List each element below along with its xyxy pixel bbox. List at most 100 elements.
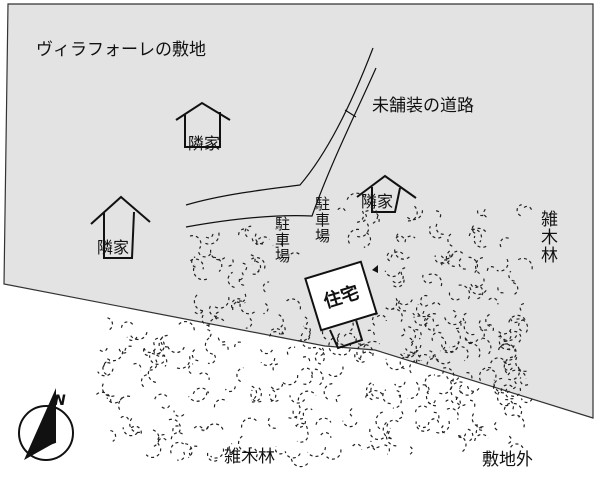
tree-scribble: [251, 387, 262, 403]
tree-scribble: [474, 433, 489, 442]
tree-scribble: [486, 368, 497, 379]
tree-scribble: [486, 266, 496, 271]
tree-scribble: [210, 249, 226, 261]
tree-scribble: [277, 314, 284, 330]
tree-scribble: [187, 363, 194, 375]
tree-scribble: [296, 431, 309, 443]
tree-scribble: [157, 434, 166, 446]
tree-scribble: [302, 408, 313, 416]
tree-scribble: [438, 381, 452, 395]
tree-scribble: [466, 385, 480, 392]
tree-scribble: [483, 207, 489, 218]
tree-scribble: [251, 257, 266, 270]
tree-scribble: [281, 374, 299, 386]
tree-scribble: [386, 419, 401, 427]
tree-scribble: [238, 228, 250, 236]
tree-scribble: [239, 302, 255, 315]
tree-scribble: [142, 346, 148, 357]
tree-scribble: [188, 392, 208, 402]
tree-scribble: [458, 284, 471, 302]
parking-label: 駐車場: [273, 216, 291, 264]
tree-scribble: [346, 192, 367, 201]
tree-scribble: [366, 446, 376, 453]
tree-scribble: [519, 377, 529, 386]
tree-scribble: [284, 451, 301, 459]
tree-scribble: [151, 341, 165, 355]
tree-scribble: [323, 382, 333, 400]
tree-scribble: [394, 381, 406, 388]
tree-scribble: [207, 354, 217, 365]
tree-scribble: [335, 394, 342, 403]
tree-scribble: [514, 330, 522, 343]
tree-scribble: [192, 387, 210, 395]
tree-scribble: [227, 271, 235, 288]
tree-scribble: [185, 443, 193, 459]
tree-scribble: [499, 333, 518, 342]
tree-scribble: [300, 331, 311, 349]
tree-scribble: [490, 357, 507, 365]
tree-scribble: [475, 427, 484, 434]
tree-scribble: [415, 421, 431, 432]
tree-scribble: [326, 449, 342, 460]
tree-scribble: [355, 336, 362, 345]
tree-scribble: [96, 391, 112, 403]
tree-scribble: [433, 420, 450, 434]
tree-scribble: [407, 205, 418, 222]
tree-scribble: [507, 435, 512, 445]
tree-scribble: [191, 348, 199, 362]
tree-scribble: [120, 415, 130, 423]
unpaved-road: [185, 47, 377, 228]
tree-scribble: [457, 435, 467, 453]
tree-scribble: [236, 293, 247, 304]
tree-scribble: [204, 233, 214, 239]
tree-scribble: [356, 223, 370, 238]
tree-scribble: [496, 391, 509, 407]
tree-scribble: [238, 276, 245, 286]
tree-scribble: [191, 256, 196, 268]
entrance-marker-icon: [372, 265, 378, 273]
tree-scribble: [445, 374, 460, 382]
tree-scribble: [519, 302, 526, 311]
tree-scribble: [120, 321, 134, 328]
tree-scribble: [445, 399, 454, 405]
tree-scribble: [415, 328, 422, 340]
tree-scribble: [192, 264, 208, 281]
tree-scribble: [178, 320, 195, 332]
tree-scribble: [471, 228, 483, 243]
tree-scribble: [463, 321, 475, 336]
tree-scribble: [511, 414, 525, 431]
tree-scribble: [469, 285, 487, 295]
tree-scribble: [289, 395, 306, 404]
tree-scribble: [110, 429, 117, 442]
tree-scribble: [376, 314, 387, 322]
tree-scribble: [473, 235, 487, 248]
tree-scribble: [434, 255, 444, 264]
tree-scribble: [174, 356, 191, 370]
tree-scribble: [518, 319, 525, 332]
tree-scribble: [204, 336, 213, 355]
compass-icon: [18, 388, 74, 461]
tree-scribble: [314, 350, 322, 365]
tree-scribble: [352, 443, 363, 450]
tree-scribble: [397, 411, 404, 420]
tree-scribble: [414, 405, 429, 413]
tree-scribble: [498, 337, 511, 350]
tree-scribble: [337, 207, 346, 213]
tree-scribble: [450, 381, 464, 396]
tree-scribble: [391, 308, 403, 322]
tree-scribble: [503, 356, 516, 374]
tree-scribble: [431, 301, 441, 308]
tree-scribble: [292, 407, 304, 420]
tree-scribble: [385, 427, 397, 447]
tree-scribble: [471, 223, 476, 234]
tree-scribble: [152, 429, 160, 448]
tree-scribble: [130, 425, 142, 434]
tree-scribble: [228, 443, 234, 454]
forest-label: 雑木林: [537, 210, 557, 264]
tree-scribble: [396, 389, 402, 400]
tree-scribble: [412, 310, 425, 317]
tree-scribble: [318, 347, 325, 357]
tree-scribble: [435, 210, 442, 220]
tree-scribble: [400, 267, 408, 276]
